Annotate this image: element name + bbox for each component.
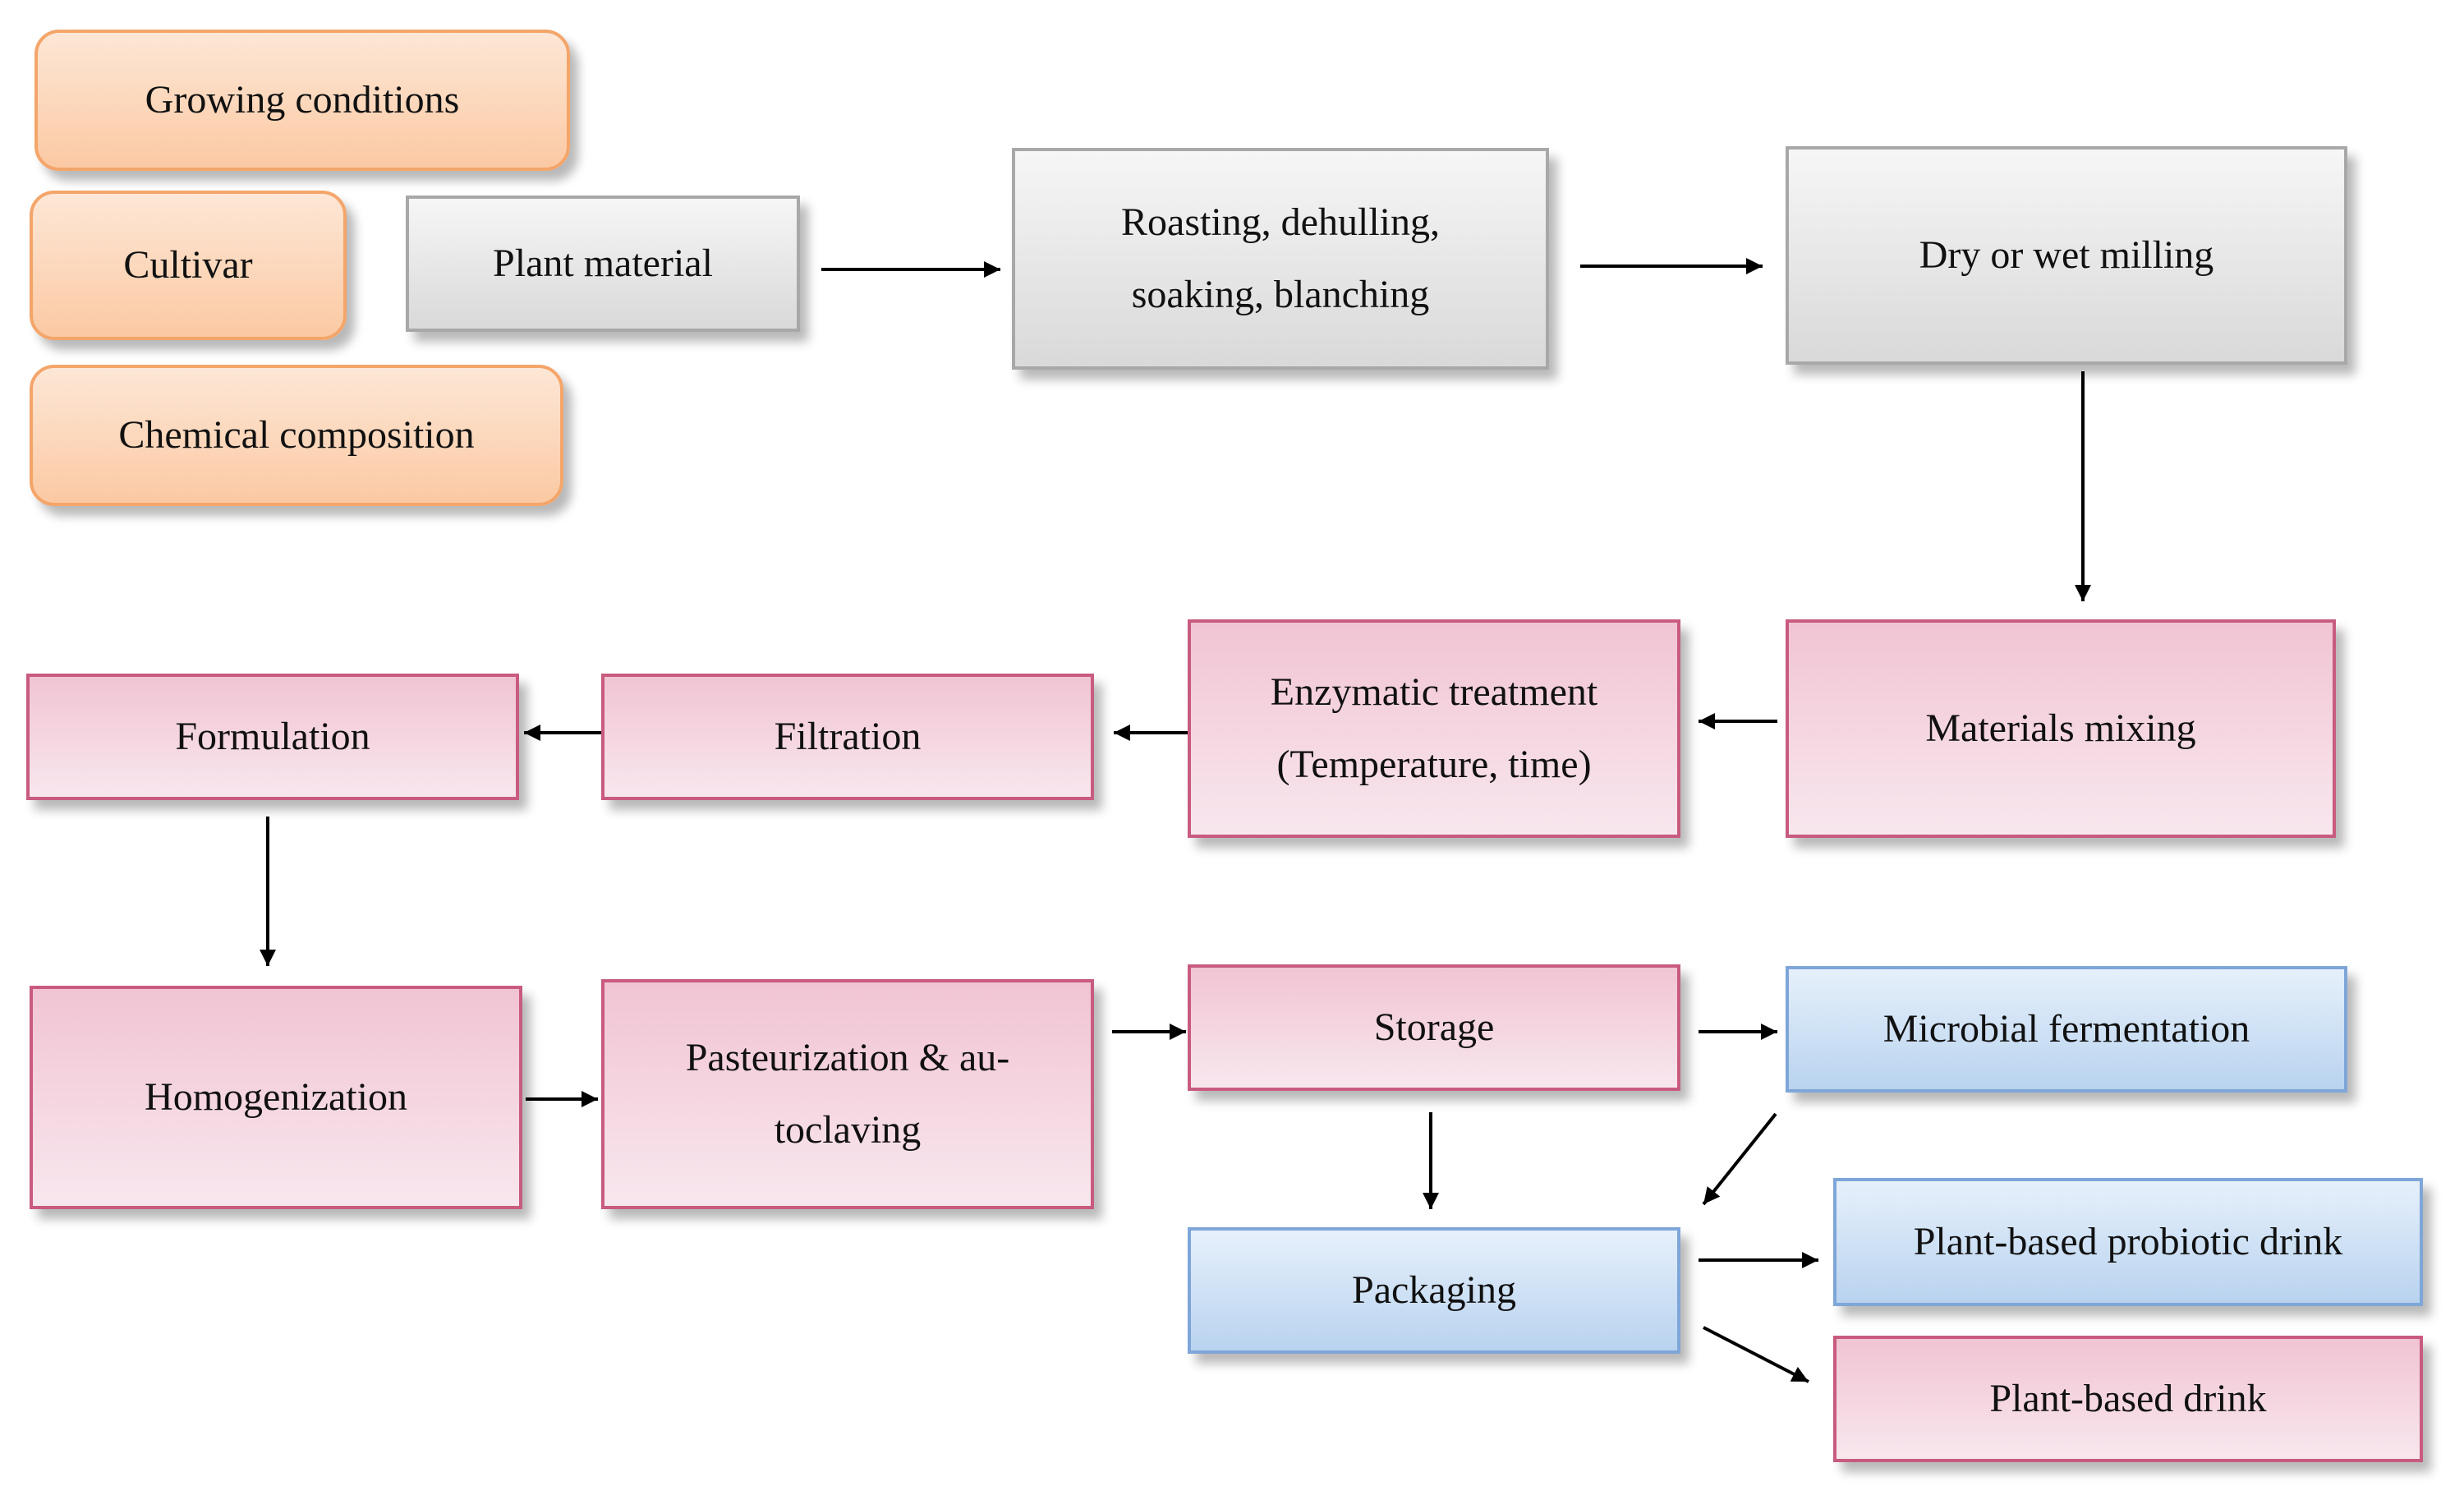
plant-drink-box: Plant-based drink — [1833, 1336, 2423, 1462]
plant-material-box: Plant material — [406, 196, 800, 332]
milling-label: Dry or wet milling — [1919, 233, 2214, 277]
microbial-fermentation-label: Microbial fermentation — [1882, 1007, 2250, 1051]
enzymatic-treatment-label-line2: (Temperature, time) — [1276, 743, 1592, 786]
chemical-composition-box: Chemical composition — [30, 365, 563, 506]
materials-mixing-label: Materials mixing — [1925, 706, 2196, 750]
growing-conditions-label: Growing conditions — [145, 78, 460, 122]
packaging-label: Packaging — [1352, 1268, 1516, 1312]
plant-drink-label: Plant-based drink — [1989, 1377, 2267, 1420]
filtration-box: Filtration — [601, 674, 1094, 800]
pasteurization-label-line1: Pasteurization & au- — [685, 1036, 1010, 1079]
formulation-label: Formulation — [175, 715, 370, 758]
pasteurization-box: Pasteurization & au- toclaving — [601, 979, 1094, 1209]
packaging-box: Packaging — [1188, 1227, 1680, 1354]
storage-box: Storage — [1188, 964, 1680, 1091]
arrow-packaging-to-plant-drink — [1703, 1326, 1809, 1383]
formulation-box: Formulation — [26, 674, 519, 800]
pasteurization-label-line2: toclaving — [774, 1108, 922, 1152]
enzymatic-treatment-box: Enzymatic treatment (Temperature, time) — [1188, 619, 1680, 838]
materials-mixing-box: Materials mixing — [1786, 619, 2336, 838]
homogenization-label: Homogenization — [145, 1075, 407, 1119]
cultivar-label: Cultivar — [123, 243, 253, 287]
enzymatic-treatment-label-line1: Enzymatic treatment — [1270, 670, 1598, 714]
filtration-label: Filtration — [774, 715, 922, 758]
microbial-fermentation-box: Microbial fermentation — [1786, 966, 2347, 1093]
cultivar-box: Cultivar — [30, 191, 347, 340]
chemical-composition-label: Chemical composition — [118, 413, 475, 457]
growing-conditions-box: Growing conditions — [34, 30, 570, 171]
homogenization-box: Homogenization — [30, 986, 522, 1209]
storage-label: Storage — [1373, 1005, 1495, 1049]
roasting-dehulling-box: Roasting, dehulling, soaking, blanching — [1012, 148, 1549, 370]
probiotic-drink-label: Plant-based probiotic drink — [1913, 1220, 2343, 1263]
roasting-dehulling-label-line1: Roasting, dehulling, — [1121, 200, 1440, 244]
probiotic-drink-box: Plant-based probiotic drink — [1833, 1178, 2423, 1306]
milling-box: Dry or wet milling — [1786, 146, 2347, 365]
plant-material-label: Plant material — [493, 242, 713, 285]
arrow-fermentation-to-packaging — [1702, 1112, 1777, 1206]
roasting-dehulling-label-line2: soaking, blanching — [1131, 273, 1430, 316]
